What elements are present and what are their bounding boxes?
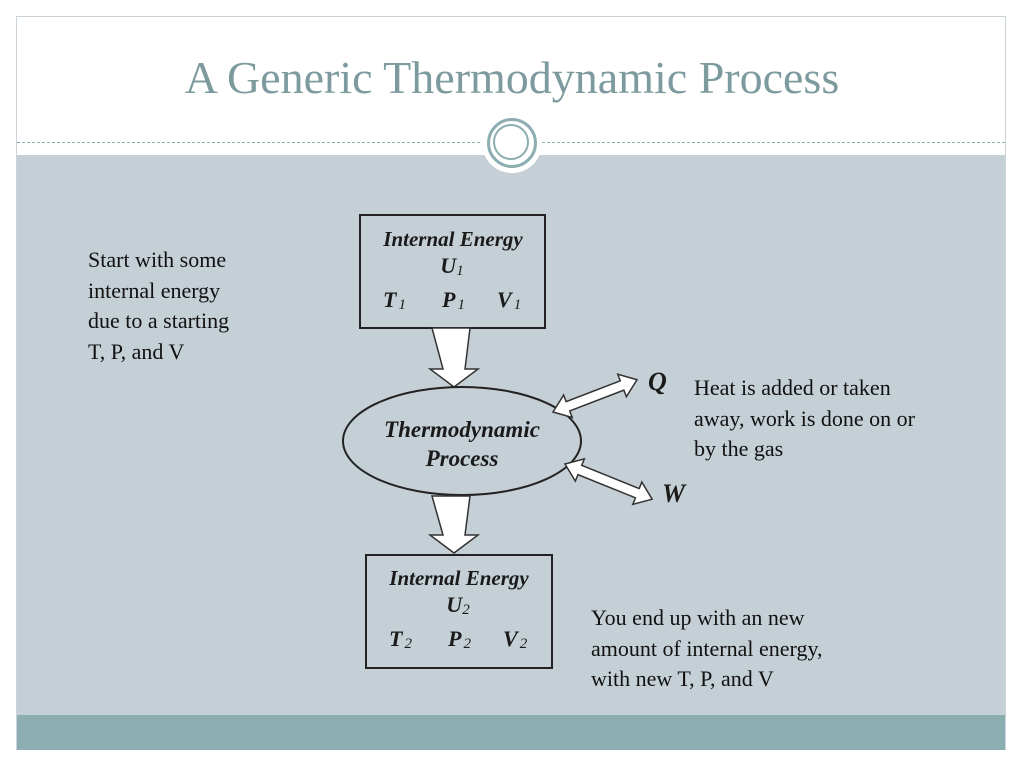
slide-title: A Generic Thermodynamic Process xyxy=(184,52,840,103)
arrow-down-icon xyxy=(427,495,481,554)
heat-exchange-arrow-icon xyxy=(551,373,639,419)
process-label-line2: Process xyxy=(425,446,499,471)
initial-state-heading: Internal Energy xyxy=(382,227,523,251)
exchange-note-line: away, work is done on or xyxy=(694,405,915,431)
start-note: Start with some internal energy due to a… xyxy=(88,245,229,367)
circle-ornament-icon xyxy=(487,118,537,168)
start-note-line: internal energy xyxy=(88,277,221,303)
process-label-line1: Thermodynamic xyxy=(384,417,540,442)
end-note: You end up with an new amount of interna… xyxy=(591,603,823,695)
footer-band xyxy=(17,715,1005,750)
heat-label: Q xyxy=(648,367,667,396)
final-energy-label: U2 xyxy=(446,592,470,618)
start-note-line: T, P, and V xyxy=(88,338,185,364)
exchange-note-line: Heat is added or taken xyxy=(694,375,891,400)
end-note-line: with new T, P, and V xyxy=(591,666,774,691)
final-state-heading: Internal Energy xyxy=(388,566,529,590)
exchange-note: Heat is added or taken away, work is don… xyxy=(694,373,915,465)
initial-energy-label: U1 xyxy=(440,253,463,279)
end-note-line: amount of internal energy, xyxy=(591,635,823,661)
work-label: W xyxy=(662,479,687,508)
exchange-note-line: by the gas xyxy=(694,436,784,461)
start-note-line: due to a starting xyxy=(88,308,230,333)
start-note-line: Start with some xyxy=(88,247,227,272)
body-area xyxy=(17,155,1005,715)
end-note-line: You end up with an new xyxy=(591,605,805,630)
process-ellipse xyxy=(342,386,582,496)
final-state-box xyxy=(365,554,553,669)
work-exchange-arrow-icon xyxy=(563,457,654,506)
arrow-down-icon xyxy=(427,327,481,388)
